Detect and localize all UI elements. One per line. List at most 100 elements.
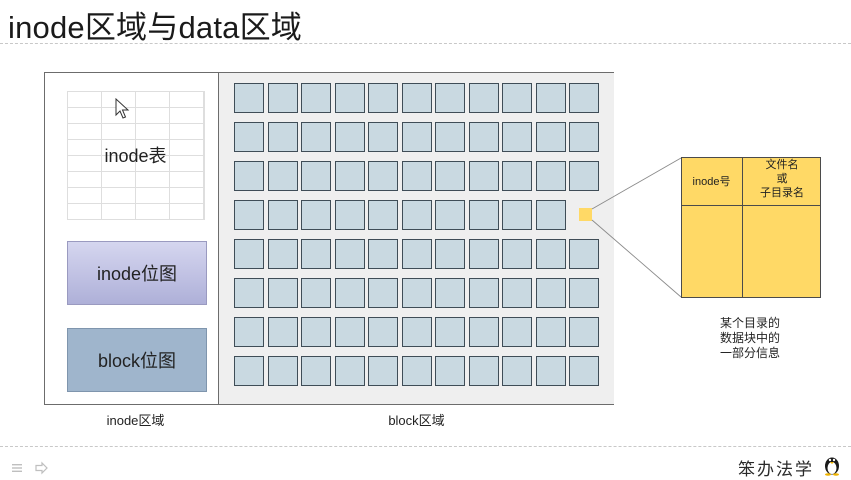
data-block — [301, 122, 331, 152]
file-name-header: 文件名 或 子目录名 — [743, 158, 821, 205]
inode-table — [67, 91, 205, 220]
data-block — [301, 239, 331, 269]
data-block — [468, 278, 499, 308]
data-block — [502, 239, 532, 269]
data-block — [468, 200, 499, 230]
data-block — [502, 200, 532, 230]
inode-number-header: inode号 — [692, 176, 731, 188]
data-block — [535, 278, 566, 308]
data-block — [569, 122, 599, 152]
footer-divider — [0, 446, 851, 447]
data-block — [334, 317, 365, 347]
data-block — [368, 317, 398, 347]
data-block — [234, 161, 264, 191]
data-block — [468, 239, 499, 269]
data-block — [535, 239, 566, 269]
data-block — [267, 278, 298, 308]
block-bitmap: block位图 — [67, 328, 207, 392]
data-block — [569, 317, 599, 347]
data-block — [301, 356, 331, 386]
data-block — [301, 278, 331, 308]
data-block — [535, 122, 566, 152]
data-block — [301, 200, 331, 230]
file-name-header-line: 子目录名 — [760, 187, 804, 199]
inode-region-label: inode区域 — [106, 413, 165, 428]
file-name-header-line: 或 — [776, 173, 788, 185]
inode-table-label: inode表 — [104, 146, 167, 166]
data-block — [535, 317, 566, 347]
data-block — [502, 356, 532, 386]
data-block — [234, 122, 264, 152]
data-block — [435, 239, 465, 269]
data-block — [435, 317, 465, 347]
data-block — [334, 356, 365, 386]
data-block — [234, 239, 264, 269]
data-block — [234, 356, 264, 386]
data-block — [502, 83, 532, 113]
data-block — [368, 278, 398, 308]
data-block — [502, 161, 532, 191]
data-block — [234, 200, 264, 230]
data-block — [401, 122, 432, 152]
block-region-label: block区域 — [388, 413, 445, 428]
directory-entry-column-divider — [742, 157, 743, 298]
data-block — [535, 200, 566, 230]
file-name-header-line: 文件名 — [765, 159, 799, 171]
slide-title: inode区域与data区域 — [8, 10, 302, 45]
data-block — [569, 239, 599, 269]
data-block — [435, 161, 465, 191]
data-block — [569, 161, 599, 191]
data-block — [234, 83, 264, 113]
data-block — [468, 122, 499, 152]
data-block — [401, 317, 432, 347]
data-block — [334, 161, 365, 191]
directory-entry-table — [681, 157, 821, 298]
inode-bitmap: inode位图 — [67, 241, 207, 305]
data-block — [234, 278, 264, 308]
caption-line: 数据块中的 — [719, 331, 780, 345]
data-block — [468, 83, 499, 113]
caption-line: 某个目录的 — [719, 316, 780, 330]
data-block — [468, 161, 499, 191]
data-block — [368, 200, 398, 230]
data-block — [535, 83, 566, 113]
data-block — [468, 356, 499, 386]
block-grid — [234, 83, 599, 386]
inode-bitmap-label: inode位图 — [96, 264, 178, 284]
data-block — [435, 122, 465, 152]
data-block — [267, 200, 298, 230]
data-block — [301, 317, 331, 347]
mouse-pointer-icon — [115, 98, 130, 119]
data-block — [267, 356, 298, 386]
data-block — [502, 278, 532, 308]
block-bitmap-label: block位图 — [97, 351, 177, 371]
brand-text: 笨办法学 — [738, 460, 814, 480]
data-block — [301, 83, 331, 113]
data-block — [435, 83, 465, 113]
data-block — [502, 122, 532, 152]
slide-nav-icon[interactable] — [12, 461, 52, 475]
title-divider — [0, 43, 851, 44]
data-block — [569, 278, 599, 308]
directory-entry-header-divider — [681, 205, 821, 206]
data-block — [401, 161, 432, 191]
data-block — [435, 278, 465, 308]
data-block — [435, 356, 465, 386]
data-block — [368, 122, 398, 152]
data-block — [334, 278, 365, 308]
data-block — [368, 83, 398, 113]
data-block — [234, 317, 264, 347]
data-block — [401, 278, 432, 308]
data-block — [267, 161, 298, 191]
data-block — [535, 356, 566, 386]
data-block — [267, 317, 298, 347]
data-block — [435, 200, 465, 230]
data-block — [368, 239, 398, 269]
data-block — [401, 356, 432, 386]
tux-penguin-icon — [825, 457, 839, 476]
data-block — [267, 122, 298, 152]
data-block — [267, 83, 298, 113]
data-block — [301, 161, 331, 191]
data-block — [334, 83, 365, 113]
data-block — [535, 161, 566, 191]
